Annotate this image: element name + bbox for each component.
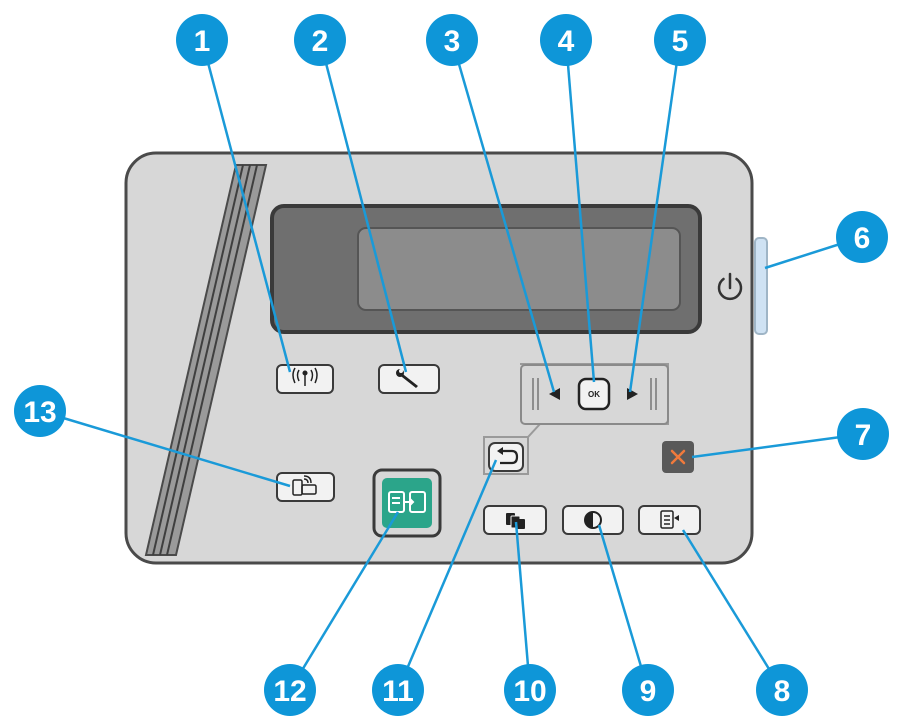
start-copy-button[interactable] [372, 468, 442, 538]
callout-4-label: 4 [558, 25, 575, 58]
callout-3: 3 [426, 14, 478, 66]
callout-6-label: 6 [854, 222, 871, 255]
cancel-button[interactable] [662, 441, 694, 473]
callout-line-3 [450, 39, 556, 393]
copy-settings-icon [660, 510, 679, 529]
callout-line-11 [396, 459, 498, 691]
callout-5-label: 5 [672, 25, 689, 58]
callout-line-1 [200, 39, 292, 373]
callout-13: 13 [14, 385, 66, 437]
callout-11: 11 [372, 664, 424, 716]
callout-10: 10 [504, 664, 556, 716]
callout-1-label: 1 [194, 25, 211, 58]
copy-settings-button[interactable] [638, 505, 701, 535]
callout-line-4 [564, 39, 596, 383]
callout-1: 1 [176, 14, 228, 66]
callout-8: 8 [756, 664, 808, 716]
callout-9-label: 9 [640, 675, 657, 708]
callout-line-8 [681, 529, 784, 691]
start-copy-icon [388, 491, 426, 513]
eprint-button[interactable] [276, 472, 335, 502]
wireless-icon [292, 367, 318, 386]
callout-line-13 [39, 409, 291, 488]
decorative-stripes [144, 164, 268, 556]
callout-line-10 [514, 521, 532, 691]
callout-4: 4 [540, 14, 592, 66]
callout-line-9 [597, 524, 650, 691]
wireless-button[interactable] [276, 364, 334, 394]
callout-13-label: 13 [23, 396, 56, 429]
copies-icon [506, 513, 525, 529]
power-led-strip [754, 237, 768, 335]
back-arrow-icon [497, 447, 519, 465]
wrench-icon [396, 369, 418, 388]
callout-2: 2 [294, 14, 346, 66]
ok-label: OK [588, 390, 600, 399]
close-icon [670, 449, 686, 465]
callout-lines [39, 39, 864, 691]
callout-12: 12 [264, 664, 316, 716]
mobile-print-icon [292, 475, 317, 496]
callout-line-7 [691, 432, 864, 459]
callout-line-2 [318, 39, 408, 373]
callout-3-label: 3 [444, 25, 461, 58]
callout-5: 5 [654, 14, 706, 66]
callout-8-label: 8 [774, 675, 791, 708]
callout-6: 6 [836, 211, 888, 263]
power-icon[interactable] [717, 272, 743, 301]
contrast-icon [584, 511, 602, 529]
ok-button[interactable]: OK [577, 377, 611, 411]
left-arrow-button[interactable] [532, 378, 560, 410]
callout-7-label: 7 [855, 419, 872, 452]
callout-7: 7 [837, 408, 889, 460]
setup-button[interactable] [378, 364, 440, 394]
callout-2-label: 2 [312, 25, 329, 58]
callout-line-5 [628, 39, 682, 393]
callout-11-label: 11 [382, 675, 414, 708]
callout-line-12 [288, 511, 400, 691]
left-arrow-icon [549, 388, 560, 400]
callout-10-label: 10 [513, 675, 546, 708]
callout-12-label: 12 [273, 675, 306, 708]
callout-9: 9 [622, 664, 674, 716]
lighter-darker-button[interactable] [562, 505, 624, 535]
back-button[interactable] [488, 442, 524, 472]
copies-button[interactable] [483, 505, 547, 535]
